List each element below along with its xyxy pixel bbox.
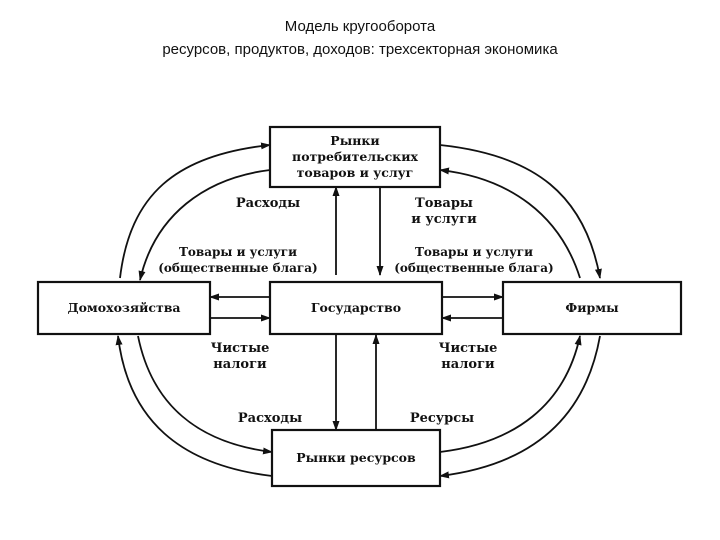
box-households: Домохозяйства (36, 280, 212, 336)
label-public-goods-right-1: Товары и услуги (415, 245, 533, 259)
box-consumer-markets: Рынки потребительских товаров и услуг (268, 125, 442, 189)
households-label: Домохозяйства (67, 300, 180, 315)
label-expenses-top: Расходы (236, 196, 300, 211)
inner-arc-top-left (138, 169, 271, 281)
label-expenses-bottom: Расходы (238, 411, 302, 426)
government-label: Государство (311, 300, 401, 315)
box-government: Государство (268, 280, 444, 336)
consumer-markets-line-1: Рынки (330, 133, 379, 148)
label-resources-bottom: Ресурсы (410, 411, 474, 426)
resource-markets-label: Рынки ресурсов (296, 450, 416, 465)
label-goods-top-2: и услуги (411, 212, 477, 227)
label-net-taxes-left-2: налоги (213, 357, 267, 372)
label-net-taxes-right-1: Чистые (439, 341, 498, 356)
inner-arc-top-right (439, 167, 581, 279)
label-public-goods-left-1: Товары и услуги (179, 245, 297, 259)
title-line-1: Модель кругооборота (284, 18, 436, 35)
outer-arc-bottom-left (115, 335, 273, 477)
outer-arc-top-left (119, 142, 271, 279)
inner-arc-bottom-right (439, 335, 582, 453)
label-net-taxes-left-1: Чистые (211, 341, 270, 356)
label-goods-top-1: Товары (415, 196, 473, 211)
box-resource-markets: Рынки ресурсов (270, 428, 442, 488)
label-net-taxes-right-2: налоги (441, 357, 495, 372)
label-public-goods-left-2: (общественные блага) (158, 261, 317, 275)
consumer-markets-line-2: потребительских (292, 149, 418, 164)
box-firms: Фирмы (501, 280, 683, 336)
label-public-goods-right-2: (общественные блага) (394, 261, 553, 275)
firms-label: Фирмы (565, 300, 619, 315)
outer-arc-top-right (439, 144, 602, 279)
outer-arc-bottom-right (439, 335, 601, 479)
consumer-markets-line-3: товаров и услуг (297, 165, 414, 180)
inner-arc-bottom-left (137, 335, 273, 455)
title-line-2: ресурсов, продуктов, доходов: трехсектор… (162, 41, 558, 58)
